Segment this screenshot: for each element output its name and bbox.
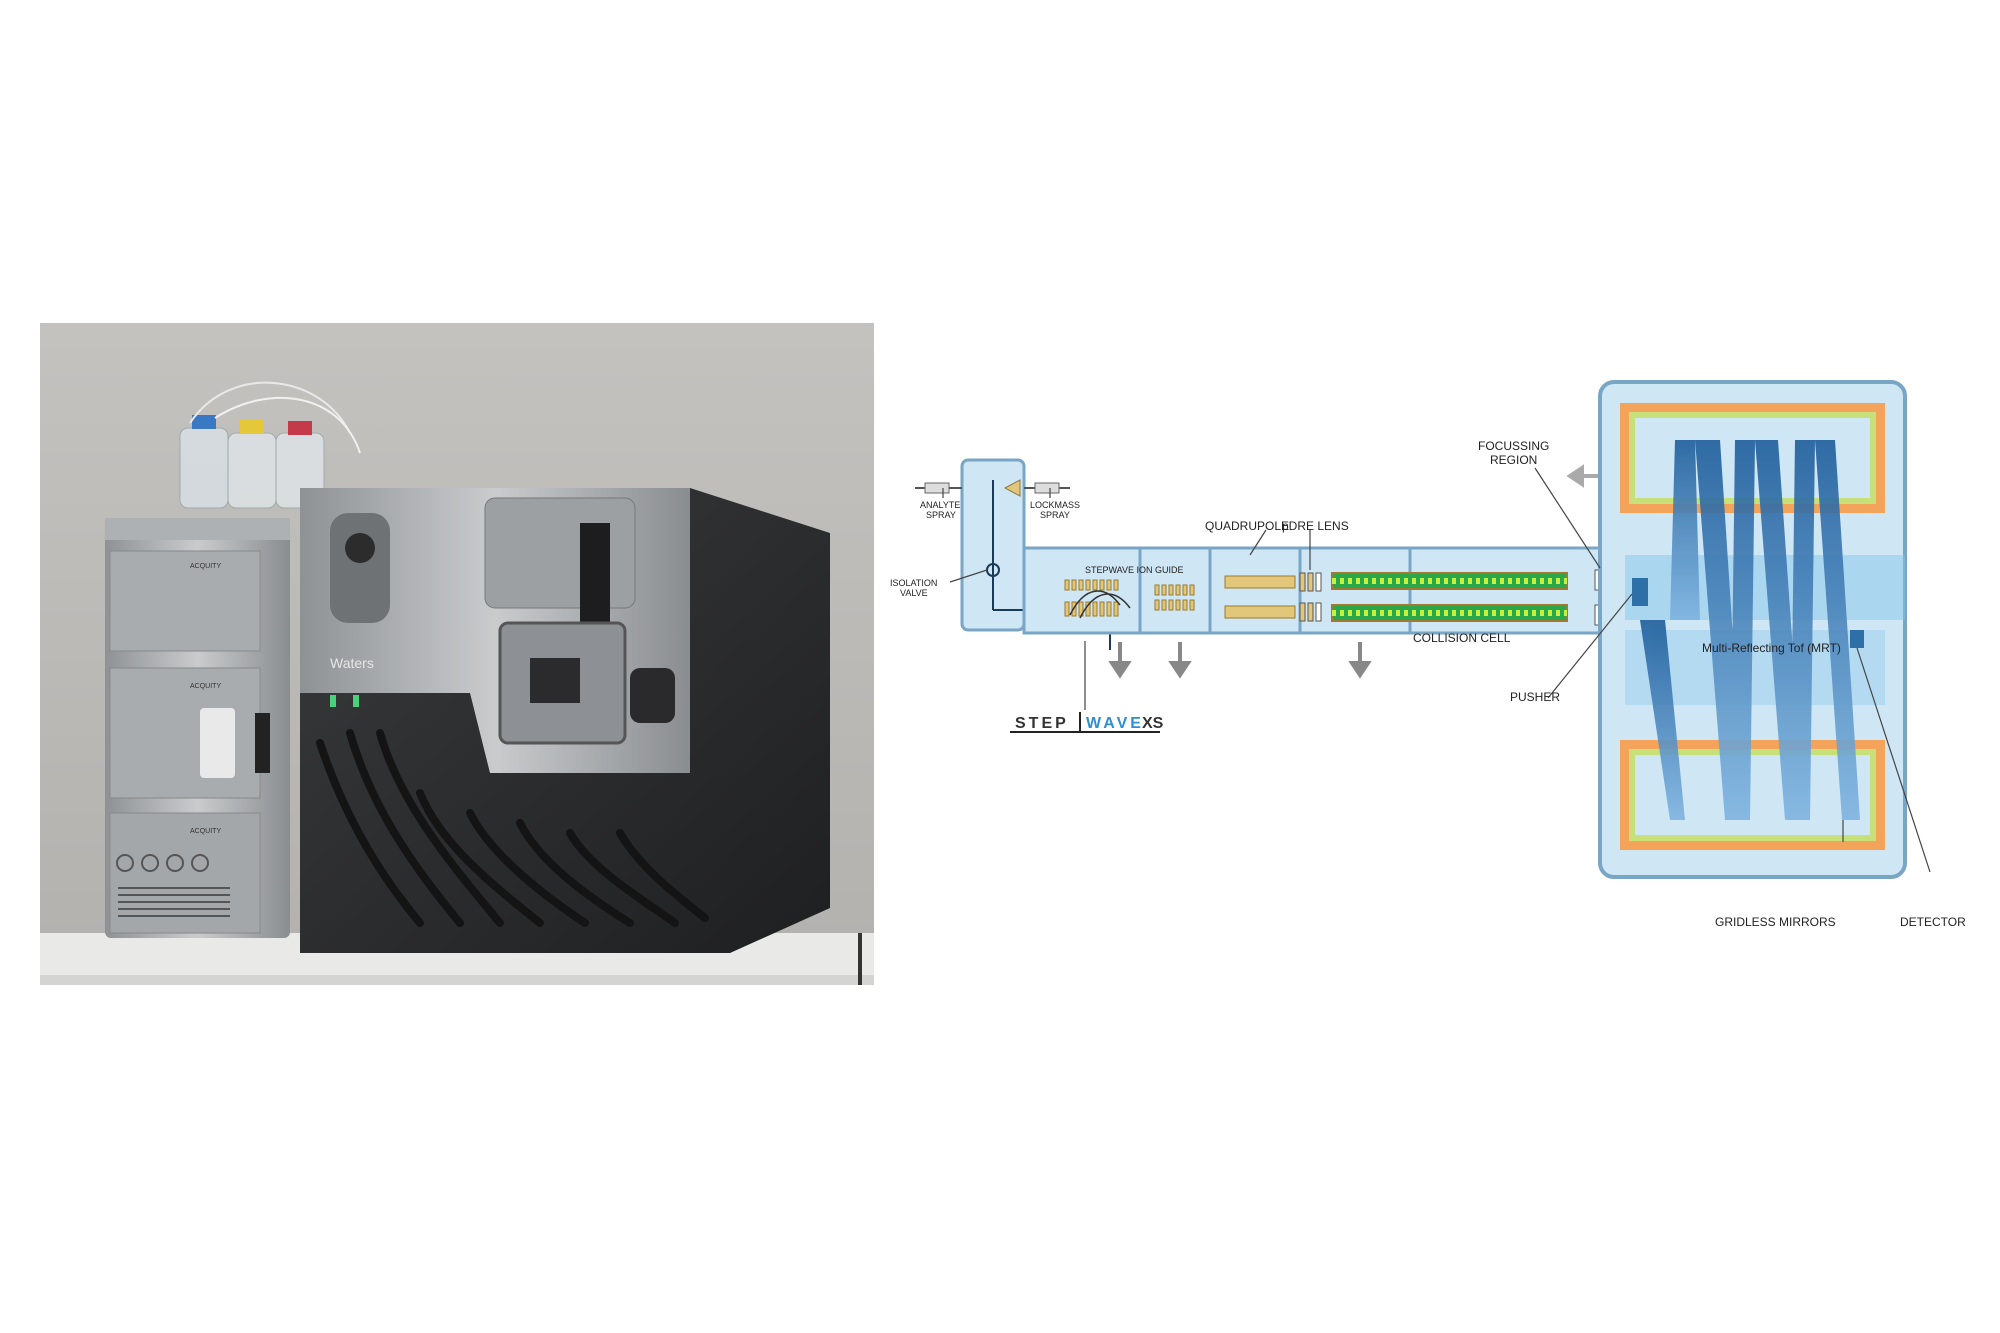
spray-cone-icon (1003, 479, 1021, 497)
gridless-mirrors-label: GRIDLESS MIRRORS (1715, 915, 1836, 929)
logo-step: STEP (1015, 715, 1069, 732)
focussing-region-label: REGION (1490, 453, 1537, 467)
lc-module-label: ACQUITY (190, 828, 221, 835)
quadrupole (1224, 575, 1296, 619)
isolation-valve-label: VALVE (900, 588, 928, 598)
pdre-lens (1299, 572, 1314, 622)
quadrupole-label: QUADRUPOLE (1205, 519, 1289, 533)
pusher-block (1632, 578, 1648, 606)
collision-cell (1331, 572, 1568, 622)
lc-stack: ACQUITY ACQUITY ACQUITY (105, 518, 290, 938)
logo-xs: XS (1142, 715, 1164, 732)
lockmass-spray-label: SPRAY (1040, 510, 1070, 520)
mrt-schematic: ANALYTE SPRAY LOCKMASS SPRAY ISOLATION V… (890, 380, 1966, 929)
lc-module-label: ACQUITY (190, 563, 221, 570)
mrt-ion-flight-path (1640, 440, 1860, 820)
stepwave-rings (1064, 579, 1195, 617)
solvent-bottles (179, 381, 361, 509)
pump-arrows (1108, 642, 1372, 679)
lockmass-spray-label: LOCKMASS (1030, 500, 1080, 510)
brand-logo: Waters (330, 655, 374, 671)
isolation-valve-label: ISOLATION (890, 578, 937, 588)
collision-cell-label: COLLISION CELL (1413, 631, 1511, 645)
lc-module-label: ACQUITY (190, 683, 221, 690)
analyte-spray-label: ANALYTE (920, 500, 960, 510)
logo-wave: WAVE (1086, 715, 1144, 732)
stepwave-ion-guide-label: STEPWAVE ION GUIDE (1085, 565, 1184, 575)
spray-inlets (915, 482, 1070, 494)
pdre-lens-label: pDRE LENS (1282, 519, 1349, 533)
stepwave-xs-logo: STEP WAVE XS (1010, 712, 1164, 733)
lens-plates (1315, 572, 1322, 622)
pusher-label: PUSHER (1510, 690, 1560, 704)
focussing-region-label: FOCUSSING (1478, 439, 1549, 453)
mrt-label: Multi-Reflecting Tof (MRT) (1702, 641, 1841, 655)
mass-spectrometer-unit: Waters (300, 488, 830, 953)
detector-label: DETECTOR (1900, 915, 1966, 929)
analyte-spray-label: SPRAY (926, 510, 956, 520)
detector-block (1850, 630, 1864, 648)
instrument-photo: ACQUITY ACQUITY ACQUITY Waters (40, 323, 874, 985)
leader-lines (942, 467, 1931, 873)
